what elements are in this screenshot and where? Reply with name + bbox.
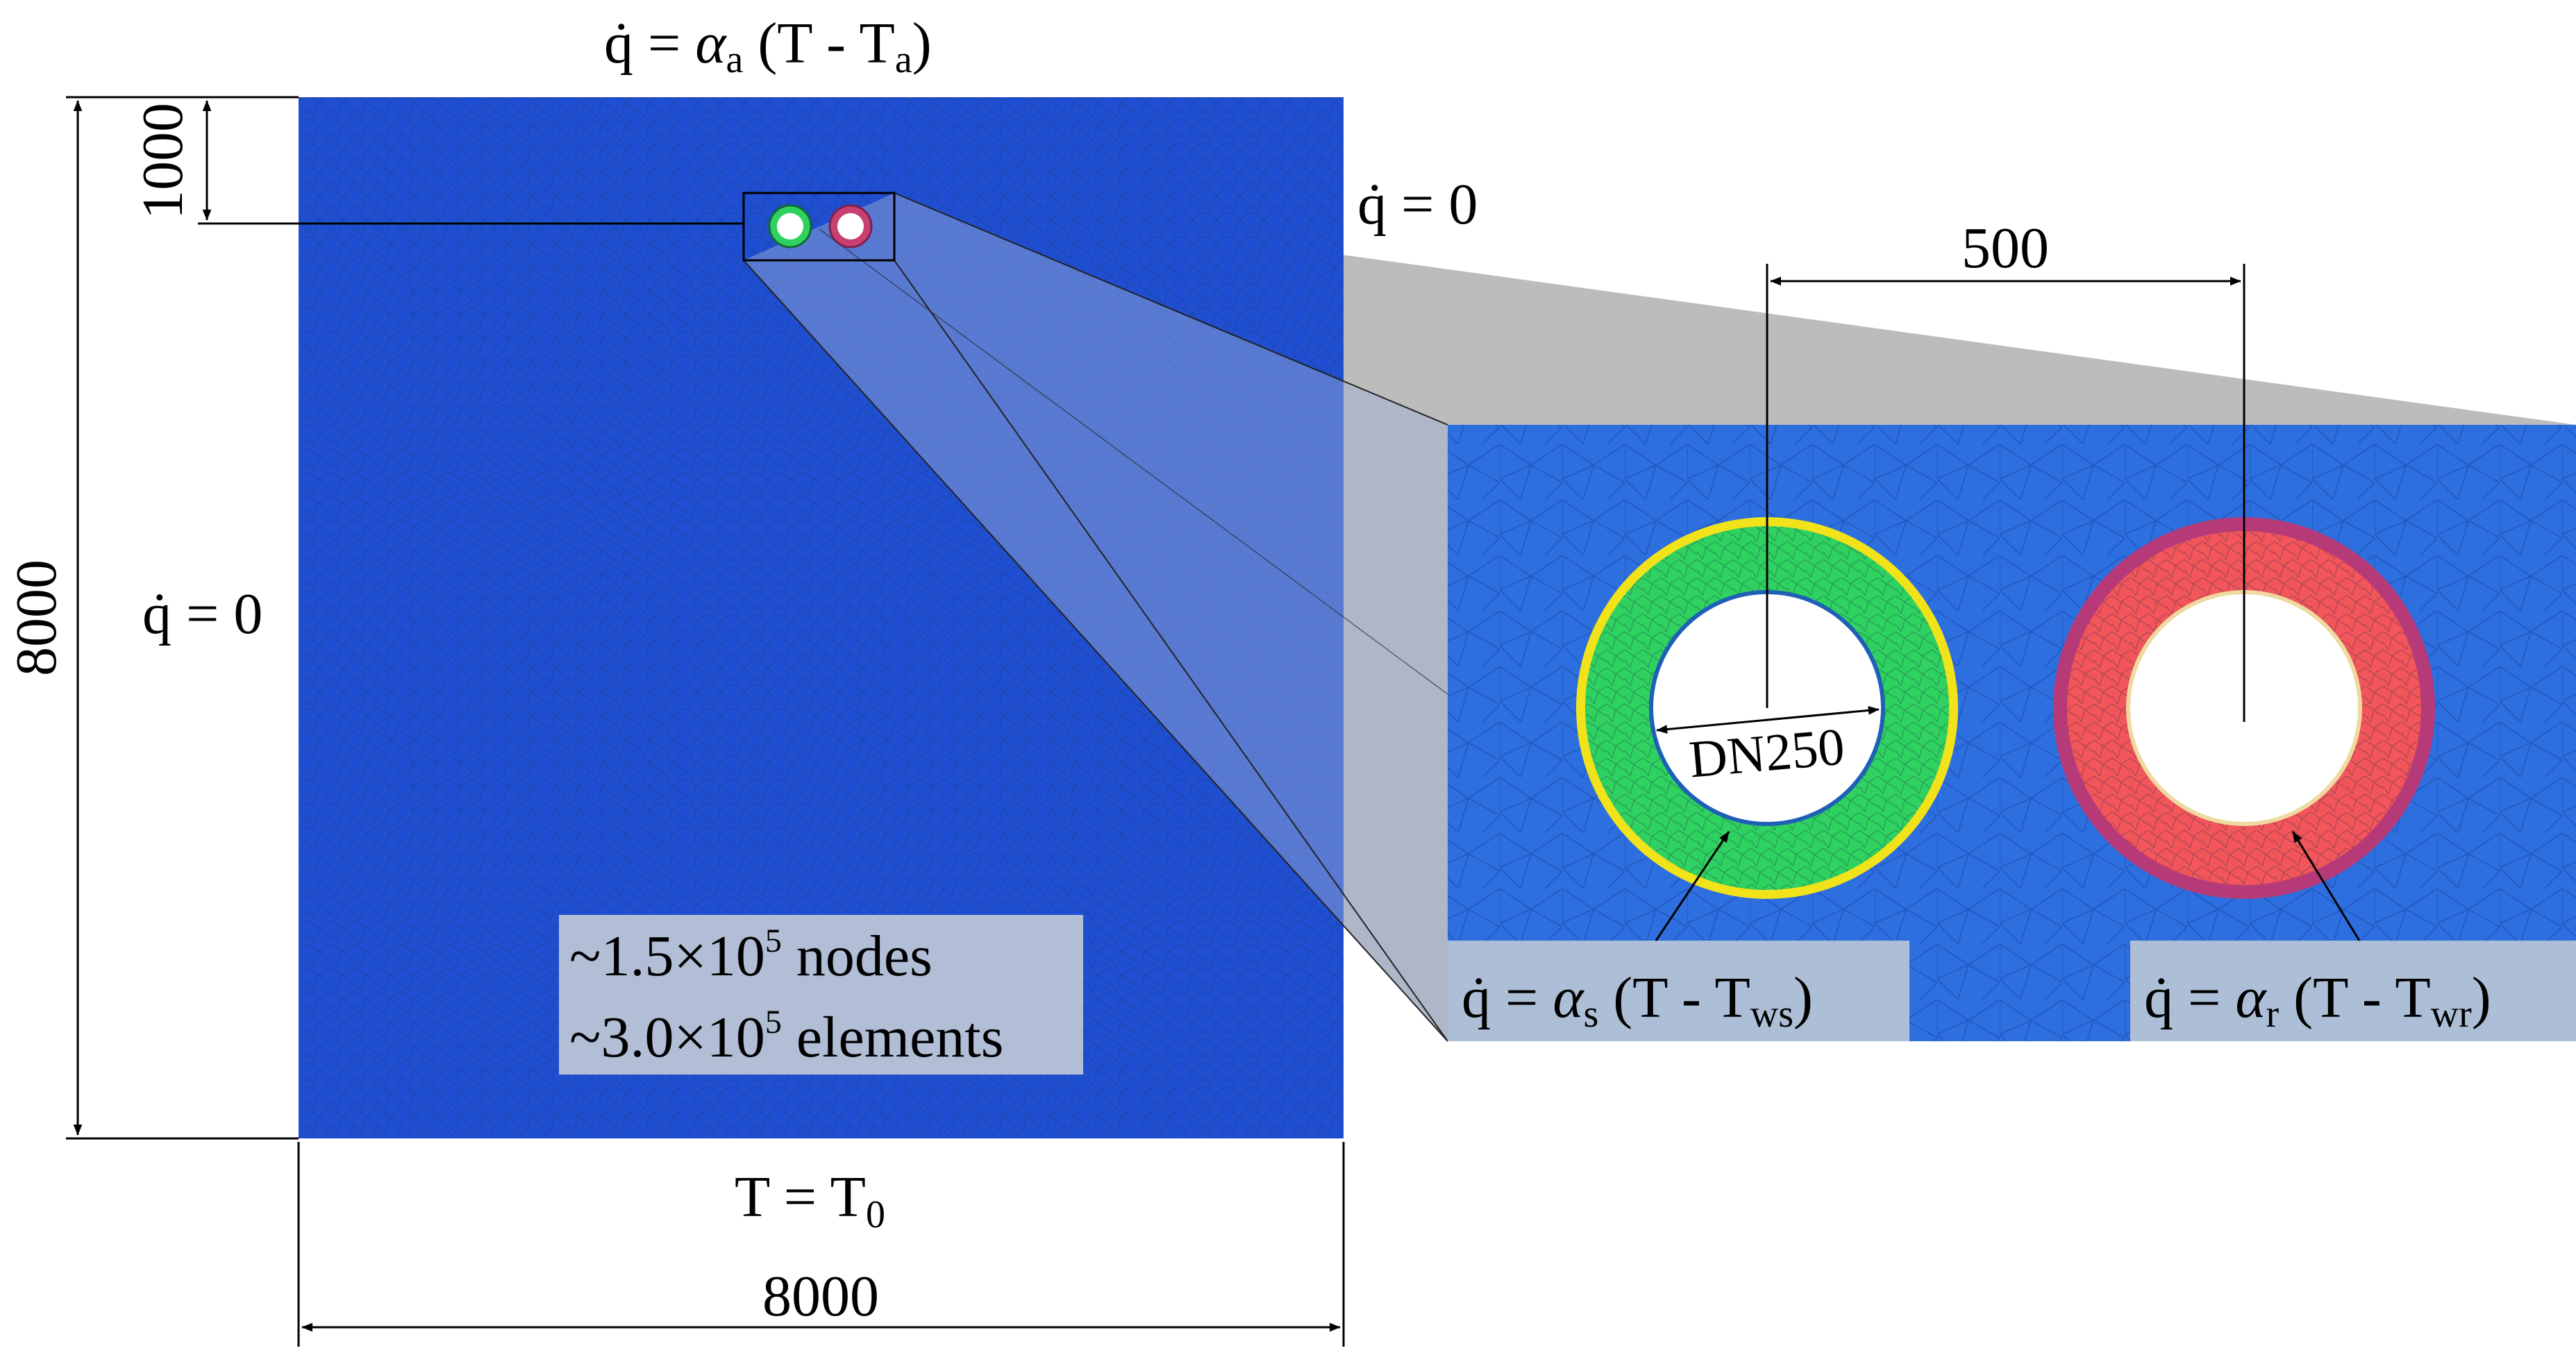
left-bc: q̇ = 0 (142, 582, 262, 646)
mesh-nodes-prefix: ~1.5×10 (569, 924, 765, 988)
width-dimension (297, 1142, 1345, 1347)
zoom-cone-front (744, 193, 1448, 1041)
depth-dimension (198, 100, 744, 225)
bottom-bc: T = T0 (735, 1165, 885, 1236)
mesh-nodes-exp: 5 (765, 923, 782, 959)
height-dimension-label: 8000 (4, 559, 69, 676)
diameter-label: DN250 (1687, 717, 1846, 789)
width-dimension-label: 8000 (762, 1264, 879, 1329)
top-bc-alpha-sub: a (726, 38, 743, 81)
return-bc-prefix: q̇ = (2144, 966, 2235, 1030)
svg-text:q̇ = αs (T - Tws): q̇ = αs (T - Tws) (1462, 966, 1813, 1036)
svg-text:q̇ = αr (T - Twr): q̇ = αr (T - Twr) (2144, 966, 2491, 1036)
supply-bc-t-sub: ws (1750, 993, 1793, 1036)
right-bc: q̇ = 0 (1357, 172, 1478, 237)
supply-bc-middle: (T - T (1598, 966, 1750, 1030)
top-bc-prefix: q̇ = (604, 11, 695, 76)
supply-bc-suffix: ) (1793, 966, 1813, 1030)
return-pipe-bc: q̇ = αr (T - Twr) (2130, 831, 2576, 1041)
svg-text:~3.0×105 elements: ~3.0×105 elements (569, 1004, 1003, 1070)
supply-pipe-bc: q̇ = αs (T - Tws) (1448, 831, 1909, 1041)
pipe-spacing-dimension (1766, 264, 2245, 722)
pipe-spacing-label: 500 (1962, 216, 2049, 280)
pipe-location-inset (742, 192, 896, 262)
mesh-elements-suffix: elements (782, 1005, 1004, 1070)
return-bc-t-sub: wr (2431, 993, 2472, 1036)
top-bc-middle: (T - T (743, 11, 895, 76)
supply-bc-prefix: q̇ = (1462, 966, 1553, 1030)
supply-bc-alpha: α (1553, 966, 1584, 1030)
top-bc-alpha: α (695, 11, 727, 76)
mesh-nodes-suffix: nodes (782, 924, 932, 988)
zoom-line-bottom (743, 260, 1448, 1042)
height-dimension (66, 96, 299, 1140)
return-bc-middle: (T - T (2279, 966, 2431, 1030)
return-bc-alpha: α (2235, 966, 2267, 1030)
mesh-elements-prefix: ~3.0×10 (569, 1005, 765, 1070)
bottom-bc-sub: 0 (866, 1193, 885, 1236)
return-bc-suffix: ) (2472, 966, 2491, 1030)
zoom-line-top (894, 192, 1448, 426)
zoom-line-inner (819, 228, 1448, 695)
supply-bc-alpha-sub: s (1583, 993, 1598, 1036)
diameter-arrow (1656, 706, 1880, 734)
top-bc: q̇ = αa (T - Ta) (604, 11, 932, 81)
svg-text:~1.5×105 nodes: ~1.5×105 nodes (569, 923, 932, 988)
top-bc-suffix: ) (912, 11, 932, 76)
mesh-info-box: ~1.5×105 nodes ~3.0×105 elements (559, 915, 1083, 1075)
zoom-line-mid (894, 260, 1448, 1042)
bottom-bc-prefix: T = T (735, 1165, 866, 1229)
mesh-elements-exp: 5 (765, 1004, 782, 1041)
top-bc-t-sub: a (895, 38, 912, 81)
depth-dimension-label: 1000 (131, 103, 195, 219)
return-bc-alpha-sub: r (2266, 993, 2279, 1036)
